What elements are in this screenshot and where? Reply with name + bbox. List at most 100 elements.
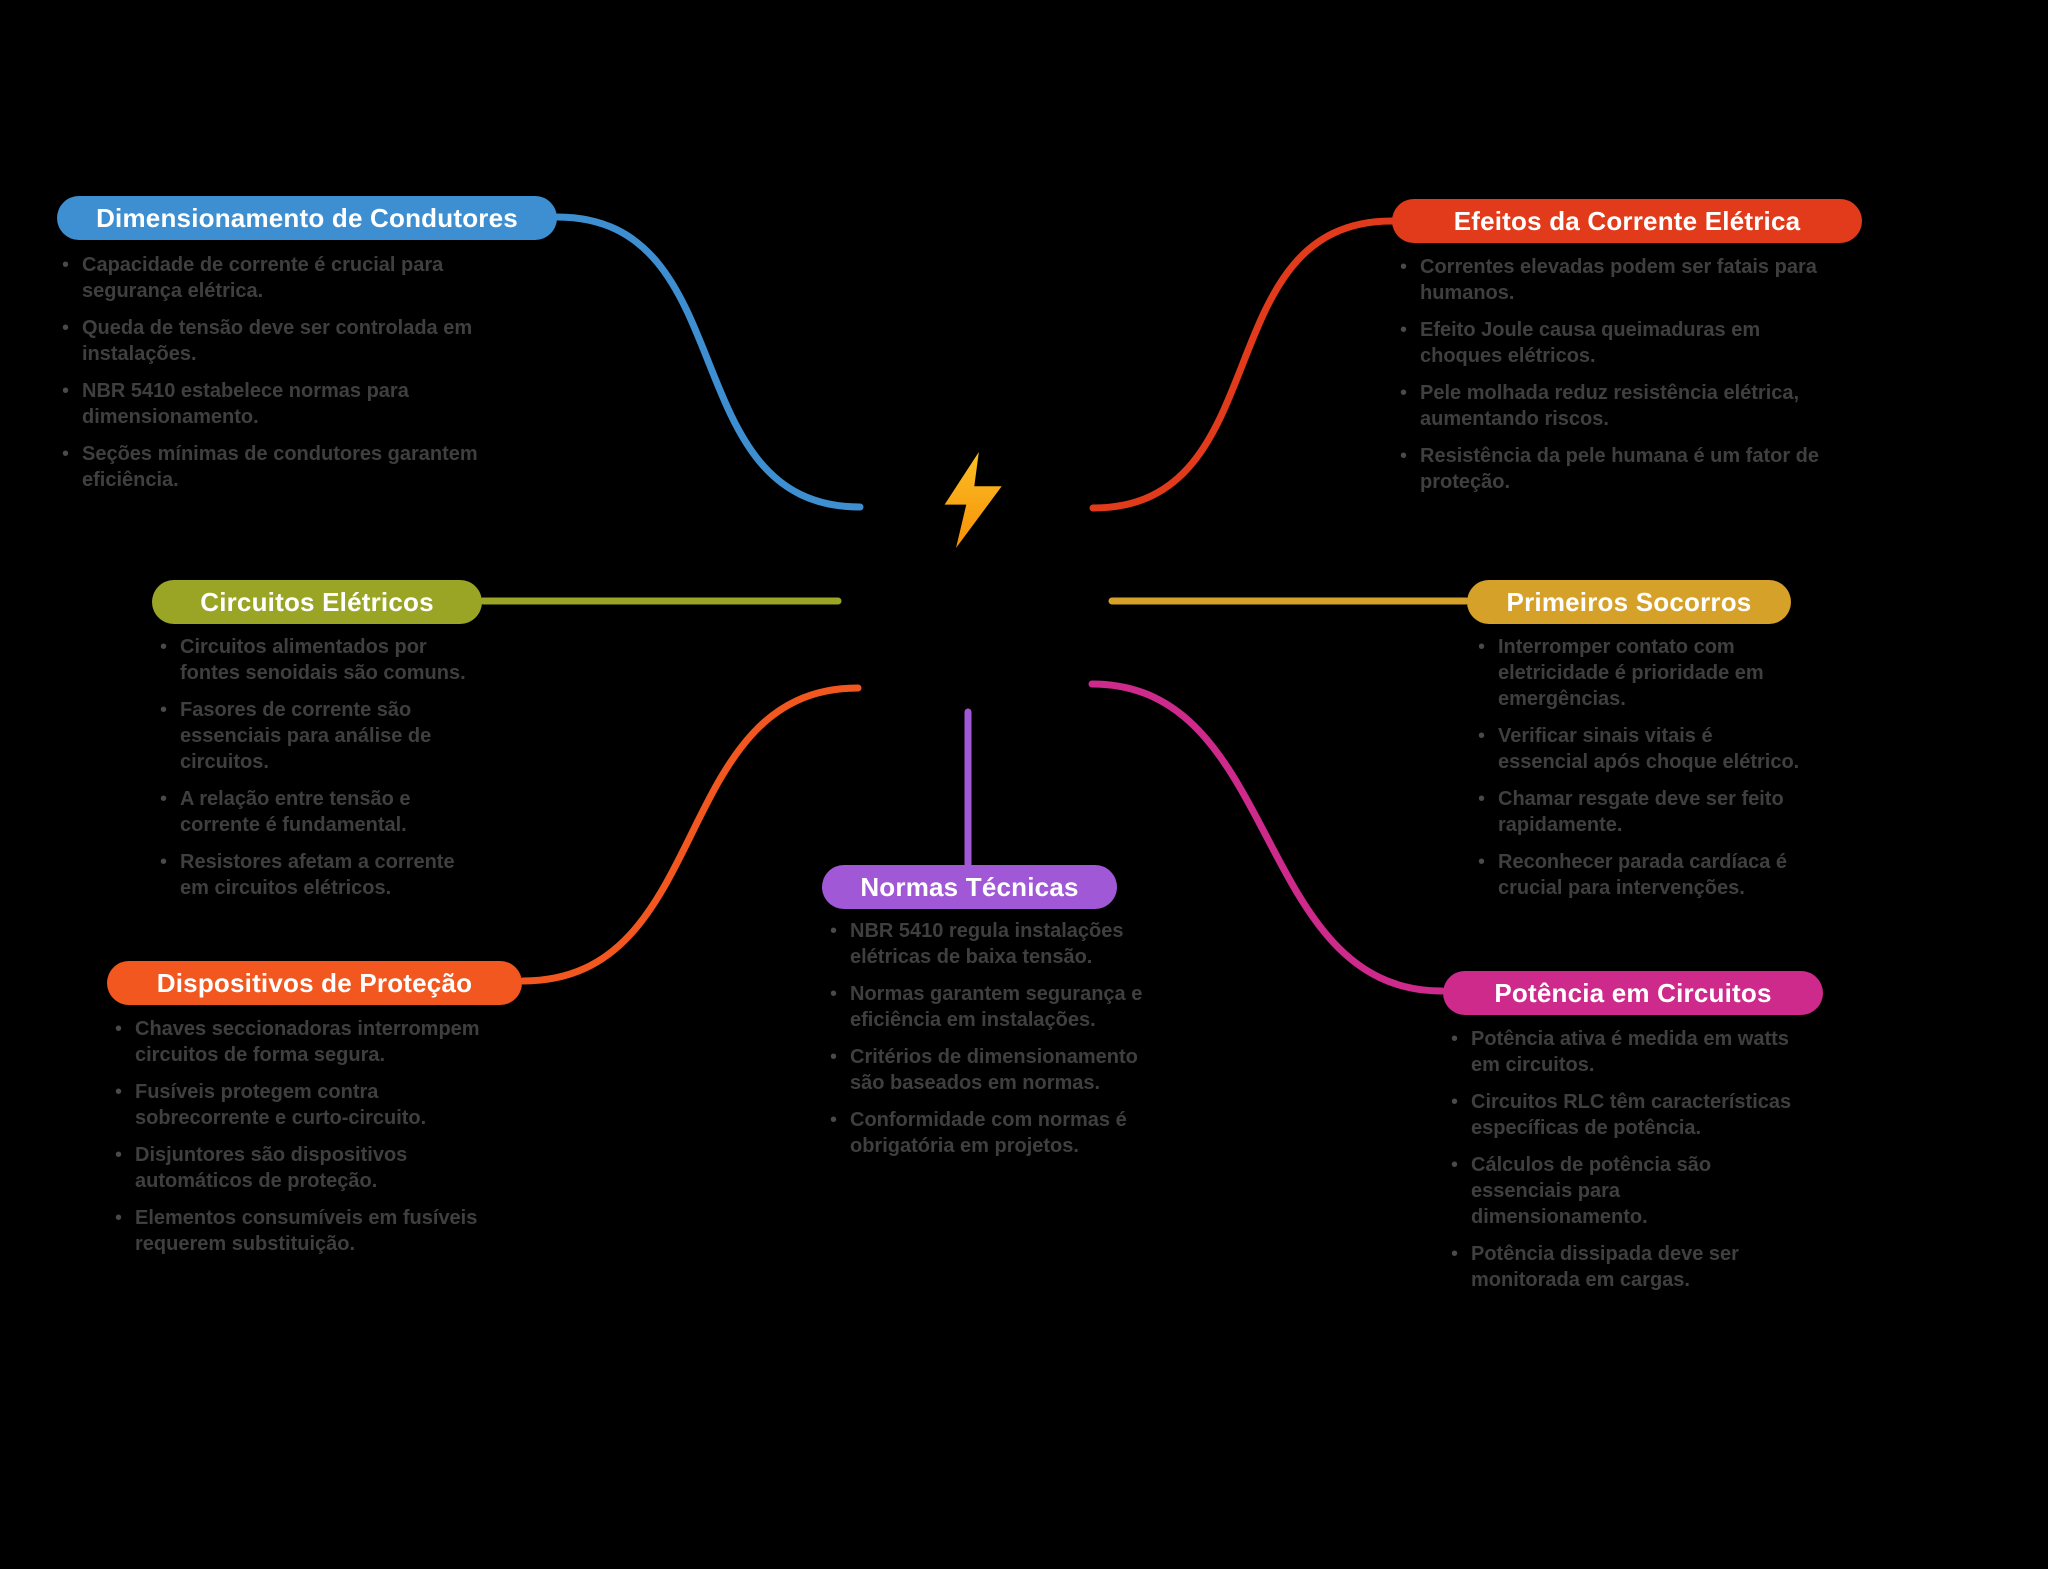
- bullet-item: • Fusíveis protegem contra sobrecorrente …: [115, 1079, 510, 1131]
- bullet-text: Resistência da pele humana é um fator de…: [1420, 445, 1820, 493]
- connector-potencia: [1088, 680, 1446, 995]
- bullet-marker: •: [1451, 1154, 1459, 1176]
- bullet-marker: •: [1478, 851, 1486, 873]
- bullet-item: •NBR 5410 regula instalações elétricas d…: [830, 918, 1165, 970]
- branch-title: Potência em Circuitos: [1494, 977, 1772, 1008]
- branch-title-pill: Primeiros Socorros: [1467, 580, 1791, 624]
- bullet-item: • Capacidade de corrente é crucial para s…: [62, 252, 522, 304]
- branch-bullet-list: • Correntes elevadas podem ser fatais par…: [1400, 254, 1830, 506]
- bullet-text: Verificar sinais vitais é essencial após…: [1498, 725, 1800, 773]
- branch-title: Normas Técnicas: [860, 871, 1079, 902]
- bullet-item: • Normas garantem segurança e eficiência …: [830, 981, 1165, 1033]
- branch-title: Efeitos da Corrente Elétrica: [1453, 205, 1801, 236]
- bullet-text: A relação entre tensão e corrente é fund…: [180, 788, 411, 836]
- branch-title: Dispositivos de Proteção: [156, 967, 473, 998]
- bullet-item: • Elementos consumíveis em fusíveis reque…: [115, 1205, 510, 1257]
- bullet-item: •Disjuntores são dispositivos automático…: [115, 1142, 510, 1194]
- bullet-marker: •: [1400, 445, 1408, 467]
- bullet-text: Conformidade com normas é obrigatória em…: [850, 1109, 1127, 1157]
- bullet-marker: •: [160, 699, 168, 721]
- bullet-item: •Pele molhada reduz resistência elétrica…: [1400, 380, 1830, 432]
- connector-dimensionamento: [553, 213, 864, 511]
- bullet-item: •Circuitos RLC têm características espec…: [1451, 1089, 1796, 1141]
- bullet-text: Cálculos de potência são essenciais para…: [1471, 1154, 1712, 1228]
- bullet-item: •Reconhecer parada cardíaca é crucial pa…: [1478, 849, 1808, 901]
- branch-bullet-list: • Circuitos alimentados por fontes senoid…: [160, 634, 485, 912]
- bullet-item: • Fasores de corrente são essenciais para…: [160, 697, 485, 775]
- bullet-marker: •: [115, 1081, 123, 1103]
- bullet-item: • Critérios de dimensionamento são basead…: [830, 1044, 1165, 1096]
- bullet-marker: •: [1478, 636, 1486, 658]
- branch-bullet-list: • Capacidade de corrente é crucial para s…: [62, 252, 522, 504]
- branch-title: Circuitos Elétricos: [200, 586, 434, 617]
- bullet-item: • Circuitos alimentados por fontes senoid…: [160, 634, 485, 686]
- bullet-text: Capacidade de corrente é crucial para se…: [82, 254, 444, 302]
- branch-title-pill: Dimensionamento de Condutores: [57, 196, 557, 240]
- branch-title: Primeiros Socorros: [1506, 586, 1752, 617]
- bullet-item: • Queda de tensão deve ser controlada em …: [62, 315, 522, 367]
- bullet-marker: •: [1451, 1028, 1459, 1050]
- branch-bullet-list: •Potência ativa é medida em watts em cir…: [1451, 1026, 1796, 1304]
- branch-bullet-list: • Chaves seccionadoras interrompem circui…: [115, 1016, 510, 1268]
- bullet-text: Fusíveis protegem contra sobrecorrente e…: [135, 1081, 427, 1129]
- bullet-marker: •: [830, 920, 838, 942]
- connector-dispositivos: [519, 684, 862, 985]
- bullet-text: Disjuntores são dispositivos automáticos…: [135, 1144, 408, 1192]
- bullet-item: • A relação entre tensão e corrente é fun…: [160, 786, 485, 838]
- branch-title-pill: Normas Técnicas: [822, 865, 1117, 909]
- connector-efeitos: [1089, 217, 1396, 512]
- bullet-text: Pele molhada reduz resistência elétrica,…: [1420, 382, 1800, 430]
- bullet-item: • Resistência da pele humana é um fator d…: [1400, 443, 1830, 495]
- branch-title-pill: Dispositivos de Proteção: [107, 961, 522, 1005]
- bullet-text: Fasores de corrente são essenciais para …: [180, 699, 432, 773]
- bullet-text: Normas garantem segurança e eficiência e…: [850, 983, 1143, 1031]
- bullet-text: Chaves seccionadoras interrompem circuit…: [135, 1018, 480, 1066]
- bullet-marker: •: [1400, 319, 1408, 341]
- bullet-text: Elementos consumíveis em fusíveis requer…: [135, 1207, 478, 1255]
- bullet-text: Correntes elevadas podem ser fatais para…: [1420, 256, 1817, 304]
- bullet-text: Seções mínimas de condutores garantem ef…: [82, 443, 478, 491]
- bullet-text: Interromper contato com eletricidade é p…: [1498, 636, 1764, 710]
- bullet-marker: •: [830, 1046, 838, 1068]
- lightning-bolt-icon: [944, 452, 1002, 548]
- bullet-marker: •: [830, 1109, 838, 1131]
- bullet-marker: •: [160, 851, 168, 873]
- bullet-text: Potência dissipada deve ser monitorada e…: [1471, 1243, 1739, 1291]
- bullet-text: Queda de tensão deve ser controlada em i…: [82, 317, 473, 365]
- bullet-text: NBR 5410 estabelece normas para dimensio…: [82, 380, 409, 428]
- bullet-item: •Potência dissipada deve ser monitorada …: [1451, 1241, 1796, 1293]
- bullet-text: Chamar resgate deve ser feito rapidament…: [1498, 788, 1784, 836]
- branch-bullet-list: • Interromper contato com eletricidade é …: [1478, 634, 1808, 912]
- bullet-marker: •: [1478, 788, 1486, 810]
- bullet-marker: •: [62, 254, 70, 276]
- bullet-text: Circuitos RLC têm características especí…: [1471, 1091, 1792, 1139]
- bullet-item: • Chamar resgate deve ser feito rapidamen…: [1478, 786, 1808, 838]
- bullet-item: • Conformidade com normas é obrigatória e…: [830, 1107, 1165, 1159]
- bullet-marker: •: [62, 317, 70, 339]
- bullet-marker: •: [160, 636, 168, 658]
- bullet-text: Efeito Joule causa queimaduras em choque…: [1420, 319, 1761, 367]
- bullet-item: • Seções mínimas de condutores garantem e…: [62, 441, 522, 493]
- branch-title: Dimensionamento de Condutores: [96, 202, 518, 233]
- bullet-marker: •: [1478, 725, 1486, 747]
- branch-title-pill: Potência em Circuitos: [1443, 971, 1823, 1015]
- bullet-item: •Potência ativa é medida em watts em cir…: [1451, 1026, 1796, 1078]
- bullet-item: •Chaves seccionadoras interrompem circui…: [115, 1016, 510, 1068]
- branch-title-pill: Efeitos da Corrente Elétrica: [1392, 199, 1862, 243]
- bullet-item: • Cálculos de potência são essenciais par…: [1451, 1152, 1796, 1230]
- bullet-marker: •: [115, 1207, 123, 1229]
- bullet-marker: •: [830, 983, 838, 1005]
- bullet-marker: •: [160, 788, 168, 810]
- bullet-text: Critérios de dimensionamento são baseado…: [850, 1046, 1138, 1094]
- branch-title-pill: Circuitos Elétricos: [152, 580, 482, 624]
- bullet-item: • NBR 5410 estabelece normas para dimensi…: [62, 378, 522, 430]
- bullet-item: • Verificar sinais vitais é essencial apó…: [1478, 723, 1808, 775]
- branch-bullet-list: •NBR 5410 regula instalações elétricas d…: [830, 918, 1165, 1170]
- bullet-text: Circuitos alimentados por fontes senoida…: [180, 636, 466, 684]
- bullet-text: Resistores afetam a corrente em circuito…: [180, 851, 455, 899]
- bullet-marker: •: [62, 443, 70, 465]
- bullet-item: •Correntes elevadas podem ser fatais par…: [1400, 254, 1830, 306]
- bullet-marker: •: [62, 380, 70, 402]
